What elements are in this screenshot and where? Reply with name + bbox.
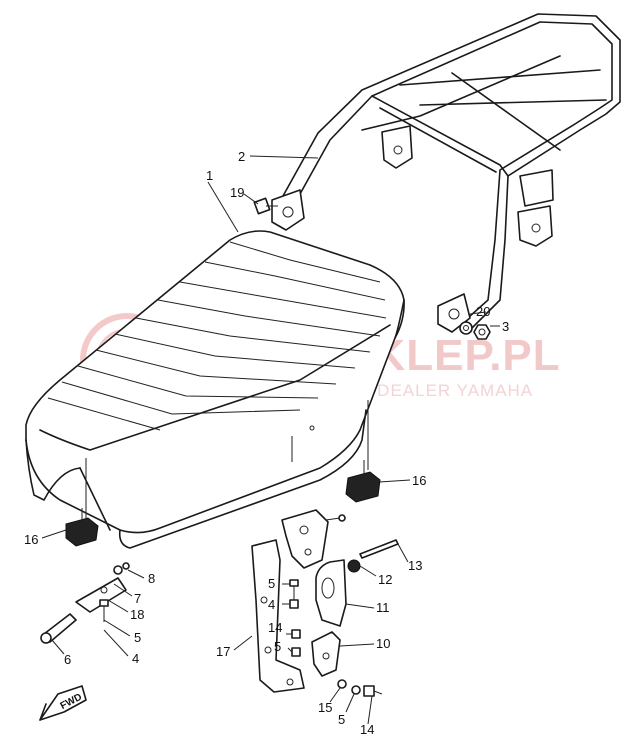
- spring-12: [347, 559, 361, 573]
- callout-5-bracket: 5: [268, 576, 275, 591]
- callout-4-left: 4: [132, 651, 139, 666]
- fwd-arrow: FWD: [39, 685, 87, 721]
- callout-12: 12: [378, 572, 392, 587]
- nut-3: [473, 324, 491, 340]
- callout-18: 18: [130, 607, 144, 622]
- callout-11: 11: [376, 600, 390, 615]
- bolts-5-4: [289, 579, 299, 609]
- callout-4-bracket: 4: [268, 597, 275, 612]
- callout-17: 17: [216, 644, 230, 659]
- callout-16-left: 16: [24, 532, 38, 547]
- callout-2: 2: [238, 149, 245, 164]
- bolt-14-lower: [363, 685, 383, 697]
- latch-bracket-10: [311, 631, 341, 677]
- callout-8: 8: [148, 571, 155, 586]
- callout-14-bottom: 14: [360, 722, 374, 734]
- callout-5-left: 5: [134, 630, 141, 645]
- callouts: 1 2 19 20 3 16 16 8 7 18 5 4 6 5 4 14 5 …: [24, 149, 509, 734]
- callout-5-bottom: 5: [338, 712, 345, 727]
- damper-16-right: [345, 460, 381, 503]
- washer-15: [337, 679, 347, 689]
- left-bracket-assembly: [40, 562, 130, 644]
- callout-6: 6: [64, 652, 71, 667]
- callout-15: 15: [318, 700, 332, 715]
- callout-14-bracket: 14: [268, 620, 282, 635]
- hinge-bracket: [281, 509, 346, 569]
- callout-7: 7: [134, 591, 141, 606]
- callout-20: 20: [476, 304, 490, 319]
- callout-3: 3: [502, 319, 509, 334]
- washer-20: [459, 321, 473, 335]
- callout-19: 19: [230, 185, 244, 200]
- pin-13: [359, 539, 399, 559]
- callout-1: 1: [206, 168, 213, 183]
- grab-rail: [271, 13, 621, 333]
- seat-lock-11: [315, 559, 347, 627]
- callout-10: 10: [376, 636, 390, 651]
- bolt-19: [253, 197, 278, 215]
- washer-5-lower: [351, 685, 361, 695]
- seat: [25, 230, 405, 549]
- callout-13: 13: [408, 558, 422, 573]
- callout-5-lower-bracket: 5: [274, 639, 281, 654]
- leader-lines: [41, 155, 500, 725]
- callout-16-right: 16: [412, 473, 426, 488]
- bolts-14-5: [291, 629, 301, 657]
- seat-lock-bracket-17: [251, 539, 305, 693]
- damper-16-left: [65, 508, 99, 547]
